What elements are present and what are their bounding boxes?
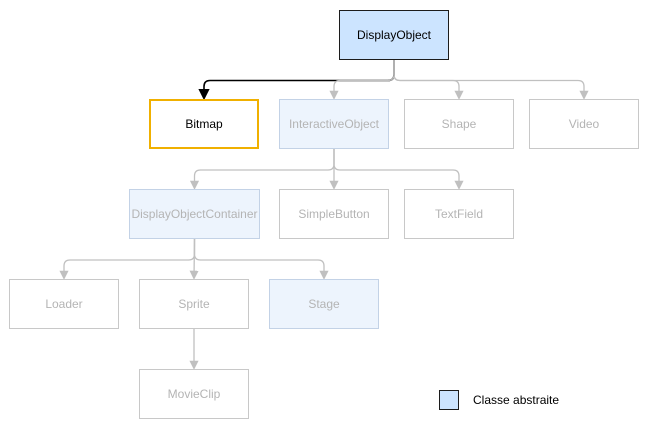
- legend-abstract-swatch: [439, 390, 459, 410]
- node-interactive-object[interactable]: InteractiveObject: [279, 99, 389, 149]
- node-simple-button[interactable]: SimpleButton: [279, 189, 389, 239]
- edge-display-object-to-bitmap: [198, 60, 395, 101]
- edge-interactive-object-to-text-field: [333, 149, 464, 190]
- node-stage[interactable]: Stage: [269, 279, 379, 329]
- node-loader[interactable]: Loader: [9, 279, 119, 329]
- node-sprite[interactable]: Sprite: [139, 279, 249, 329]
- edge-display-object-container-to-loader: [59, 239, 196, 280]
- node-shape[interactable]: Shape: [404, 99, 514, 149]
- legend-label: Classe abstraite: [473, 393, 560, 407]
- edge-display-object-container-to-stage: [193, 239, 329, 280]
- node-display-object[interactable]: DisplayObject: [339, 10, 449, 60]
- node-text-field[interactable]: TextField: [404, 189, 514, 239]
- node-video[interactable]: Video: [529, 99, 639, 149]
- node-movie-clip[interactable]: MovieClip: [139, 369, 249, 419]
- edge-display-object-to-video: [393, 60, 589, 100]
- edge-display-object-to-interactive-object: [329, 60, 395, 100]
- node-display-object-container[interactable]: DisplayObjectContainer: [129, 189, 260, 239]
- edge-display-object-to-shape: [393, 60, 464, 100]
- node-bitmap[interactable]: Bitmap: [149, 99, 259, 149]
- edge-interactive-object-to-display-object-container: [189, 149, 335, 190]
